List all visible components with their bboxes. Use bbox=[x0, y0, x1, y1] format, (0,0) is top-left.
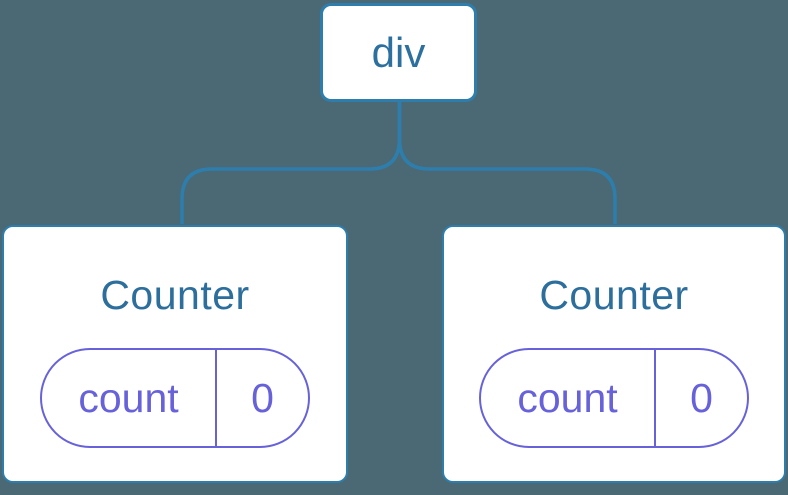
state-pill: count 0 bbox=[40, 348, 310, 448]
connector-left-branch bbox=[180, 102, 402, 224]
connector-right-branch bbox=[397, 102, 617, 224]
state-key-label: count bbox=[42, 350, 217, 446]
counter-node-right: Counter count 0 bbox=[442, 225, 786, 483]
state-value: 0 bbox=[690, 374, 713, 421]
state-pill: count 0 bbox=[479, 348, 749, 448]
counter-node-left: Counter count 0 bbox=[2, 225, 348, 483]
state-key-label: count bbox=[481, 350, 656, 446]
state-value: 0 bbox=[251, 374, 274, 421]
root-node-div: div bbox=[320, 3, 477, 102]
counter-title: Counter bbox=[100, 272, 250, 318]
counter-title: Counter bbox=[539, 272, 689, 318]
root-node-label: div bbox=[371, 28, 426, 76]
